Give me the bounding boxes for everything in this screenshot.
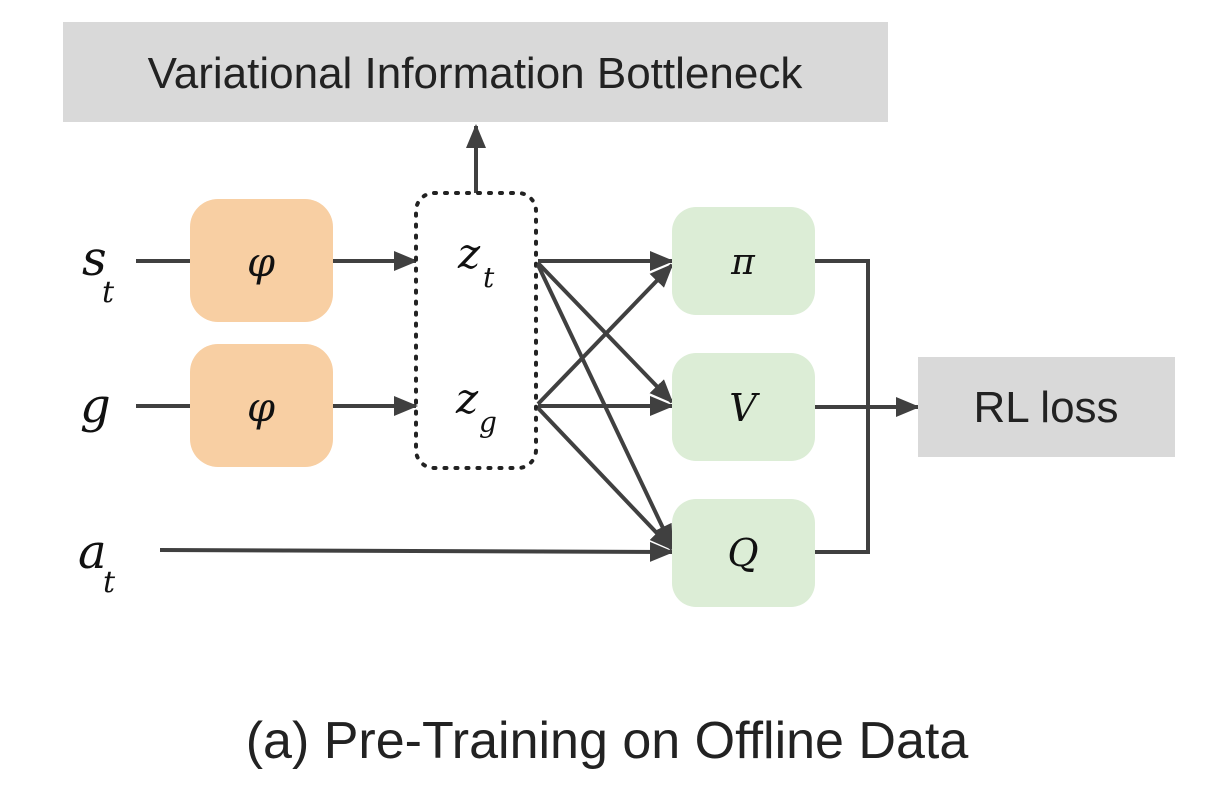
vib-box-bg	[63, 22, 888, 122]
input-g: g	[80, 378, 111, 434]
encoder-bottom-label: φ	[247, 385, 275, 431]
latent-zt-sub: t	[483, 261, 495, 294]
rl-loss-box: RL loss	[918, 357, 1175, 457]
zg-to-pi-arrow	[536, 263, 674, 406]
rl-loss-bg	[918, 357, 1175, 457]
input-g-base: g	[80, 378, 111, 434]
zg-to-q-arrow	[536, 406, 674, 551]
vib-label: Variational Information Bottleneck	[148, 49, 804, 98]
encoder-bottom: φ	[190, 344, 333, 467]
latent-zg-sub: g	[479, 406, 497, 439]
head-pi-box	[672, 207, 815, 315]
input-a-base: a	[78, 524, 107, 580]
head-q-box	[672, 499, 815, 607]
encoder-top: φ	[190, 199, 333, 322]
head-pi: π	[672, 207, 815, 315]
encoder-bottom-box	[190, 344, 333, 467]
latent-zt-base: z	[457, 229, 481, 278]
head-v: V	[672, 353, 815, 461]
latent-zt: z t	[457, 229, 495, 294]
a-to-q-arrow	[159, 541, 674, 562]
encoder-top-box	[190, 199, 333, 322]
input-s-t: s t	[82, 231, 115, 310]
rl-loss-label: RL loss	[973, 383, 1118, 432]
input-s-base: s	[82, 231, 107, 287]
latent-zg: z g	[455, 374, 497, 439]
latent-zg-base: z	[455, 374, 479, 423]
input-a-t: a t	[78, 524, 116, 600]
latent-group	[414, 191, 538, 470]
encoder-top-label: φ	[247, 240, 275, 286]
head-v-box	[672, 353, 815, 461]
head-v-label: V	[729, 386, 760, 430]
input-a-sub: t	[103, 565, 116, 600]
head-pi-label: π	[730, 242, 756, 283]
vib-box: Variational Information Bottleneck	[63, 22, 888, 122]
head-q: Q	[672, 499, 815, 607]
caption: (a) Pre-Training on Offline Data	[246, 712, 969, 770]
input-s-sub: t	[102, 275, 115, 310]
head-q-label: Q	[727, 531, 758, 575]
